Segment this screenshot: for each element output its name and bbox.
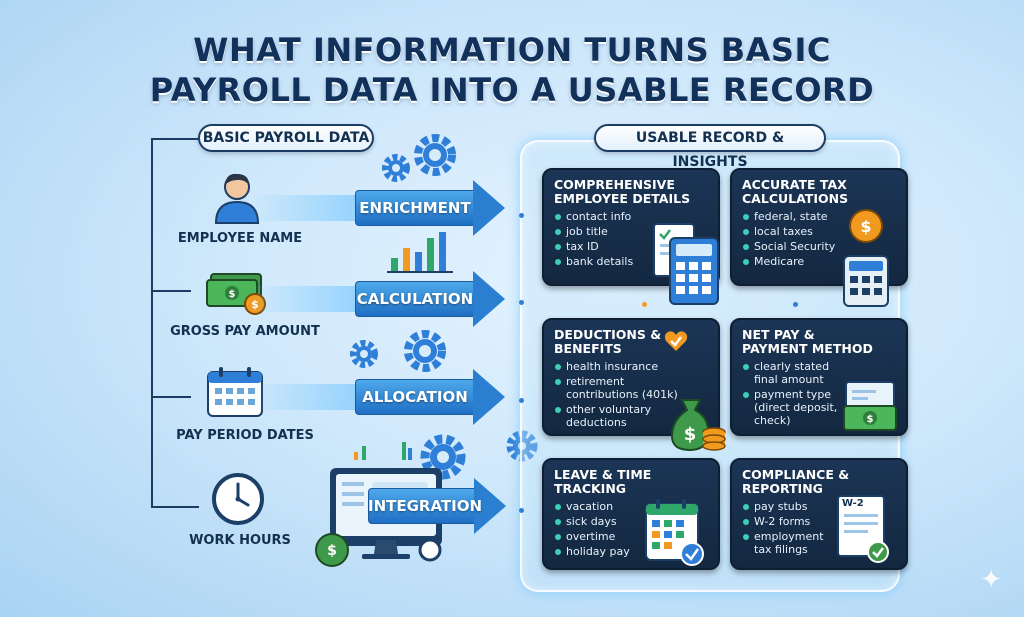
w2-form-label: W-2: [842, 498, 864, 509]
pay-period-label: PAY PERIOD DATES: [176, 428, 314, 443]
allocation-label: ALLOCATION: [362, 388, 468, 406]
connector-dot: [642, 302, 647, 307]
connector-dot: [793, 302, 798, 307]
list-item: sick days: [554, 515, 708, 528]
list-item: vacation: [554, 500, 708, 513]
card-title: DEDUCTIONS & BENEFITS: [554, 327, 662, 356]
left-bracket-branch-4: [151, 506, 199, 508]
card-title: ACCURATE TAX CALCULATIONS: [742, 177, 849, 206]
bar-chart-icon: [385, 230, 455, 274]
employee-name-label: EMPLOYEE NAME: [177, 231, 303, 246]
list-item: local taxes: [742, 225, 896, 238]
check-cash-icon: $: [842, 380, 898, 432]
card-title: NET PAY & PAYMENT METHOD: [742, 327, 873, 356]
list-item: W-2 forms: [742, 515, 896, 528]
basic-payroll-header: BASIC PAYROLL DATA: [198, 124, 374, 152]
list-item: other voluntary deductions: [554, 403, 708, 429]
sparkle-icon: ✦: [980, 565, 1002, 595]
list-item: Social Security: [742, 240, 896, 253]
mini-chart-icon: [348, 438, 418, 462]
svg-text:$: $: [867, 414, 874, 425]
svg-text:$: $: [684, 424, 697, 445]
w2-form-icon: [836, 494, 892, 566]
gear-icon: [380, 152, 412, 184]
left-bracket-branch-2: [151, 290, 191, 292]
calculation-flow-band: [250, 286, 360, 312]
list-item: pay stubs: [742, 500, 896, 513]
list-item: job title: [554, 225, 708, 238]
clock-icon: [211, 472, 265, 526]
money-bag-icon: $: [666, 392, 726, 452]
integration-label: INTEGRATION: [368, 497, 483, 515]
person-icon: [212, 168, 262, 224]
card-title: COMPLIANCE & REPORTING: [742, 467, 850, 496]
svg-text:$: $: [327, 543, 337, 559]
left-bracket-branch-3: [151, 396, 191, 398]
list-item: clearly stated final amount: [742, 360, 896, 386]
calculation-arrow: CALCULATION: [355, 271, 505, 327]
calendar-check-icon: [644, 498, 706, 568]
list-item: health insurance: [554, 360, 708, 373]
list-item: retirement contributions (401k): [554, 375, 708, 401]
card-deductions-benefits: DEDUCTIONS & BENEFITS health insurance r…: [542, 318, 720, 436]
cash-icon: $ $: [205, 272, 267, 316]
allocation-flow-band: [250, 384, 360, 410]
gear-icon: [412, 132, 458, 178]
page-title: WHAT INFORMATION TURNS BASIC PAYROLL DAT…: [0, 30, 1024, 110]
allocation-arrow: ALLOCATION: [355, 369, 505, 425]
usable-record-header: USABLE RECORD & INSIGHTS: [594, 124, 826, 170]
enrichment-flow-band: [250, 195, 360, 221]
integration-arrow: INTEGRATION: [368, 478, 506, 534]
work-hours-label: WORK HOURS: [189, 533, 291, 548]
title-line-2: PAYROLL DATA INTO A USABLE RECORD: [149, 71, 875, 109]
heart-icon: [664, 330, 688, 352]
left-bracket-line: [151, 138, 153, 508]
gear-icon: [402, 328, 448, 374]
list-item: Medicare: [742, 255, 896, 268]
list-item: federal, state: [742, 210, 896, 223]
calculation-label: CALCULATION: [356, 290, 474, 308]
coin-calculator-icon: $: [840, 208, 890, 308]
list-item: bank details: [554, 255, 708, 268]
list-item: tax ID: [554, 240, 708, 253]
list-item: holiday pay: [554, 545, 708, 558]
card-title: COMPREHENSIVE EMPLOYEE DETAILS: [554, 177, 691, 206]
connector-dot: [519, 213, 524, 218]
connector-dot: [519, 508, 524, 513]
gear-icon: [418, 432, 468, 482]
enrichment-label: ENRICHMENT: [359, 199, 471, 217]
connector-dot: [519, 398, 524, 403]
svg-text:$: $: [229, 289, 236, 300]
gear-icon: [348, 338, 380, 370]
connector-dot: [519, 300, 524, 305]
calculator-document-icon: [652, 218, 724, 308]
enrichment-arrow: ENRICHMENT: [355, 180, 505, 236]
card-title: LEAVE & TIME TRACKING: [554, 467, 652, 496]
list-item: overtime: [554, 530, 708, 543]
svg-text:$: $: [860, 217, 871, 236]
title-line-1: WHAT INFORMATION TURNS BASIC: [193, 31, 831, 69]
list-item: employment tax filings: [742, 530, 896, 556]
list-item: payment type (direct deposit, check): [742, 388, 896, 427]
list-item: contact info: [554, 210, 708, 223]
gross-pay-label: GROSS PAY AMOUNT: [170, 324, 320, 339]
left-bracket-top: [151, 138, 198, 140]
